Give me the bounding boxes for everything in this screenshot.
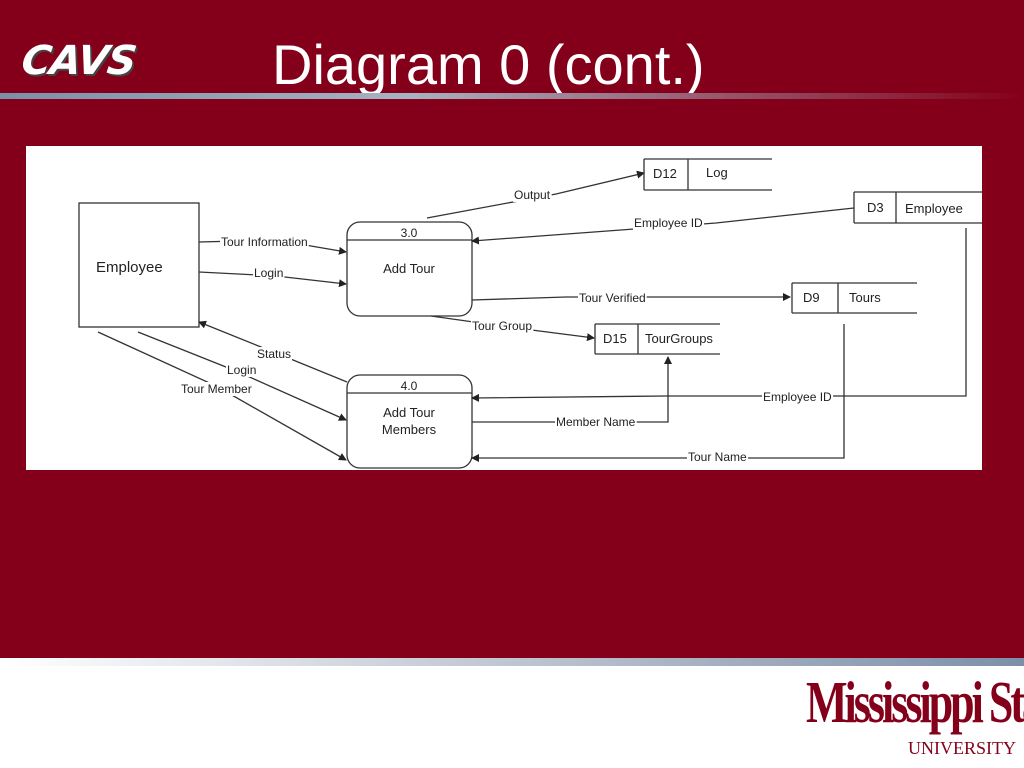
flow-member-name-label: Member Name [556, 415, 636, 429]
process-4-id: 4.0 [401, 379, 418, 393]
diagram-panel: Employee 3.0 Add Tour 4.0 Add Tour Membe… [26, 146, 982, 470]
flow-tour-member-label: Tour Member [181, 382, 252, 396]
store-d12-name: Log [706, 165, 728, 180]
data-flow-diagram: Employee 3.0 Add Tour 4.0 Add Tour Membe… [78, 158, 982, 469]
flow-label-background [180, 382, 253, 396]
flow-label-background [555, 415, 637, 429]
store-d3-id: D3 [867, 200, 884, 215]
store-d15-name: TourGroups [645, 331, 713, 346]
slide-title: Diagram 0 (cont.) [272, 33, 705, 96]
store-d3-shape [853, 191, 982, 224]
flow-tour-name-line [471, 324, 845, 462]
flow-label-background [633, 216, 705, 230]
flow-tour-information-label: Tour Information [221, 235, 308, 249]
store-d9-id: D9 [803, 290, 820, 305]
process-3-box [346, 221, 473, 317]
flow-login-1-label: Login [254, 266, 283, 280]
process-4-label-line-2: Members [382, 422, 437, 437]
flow-output-line [426, 170, 645, 219]
msu-logo-subtitle: UNIVERSITY [908, 738, 1016, 758]
flow-label-background [687, 450, 749, 464]
flow-tour-group-label: Tour Group [472, 319, 532, 333]
store-d3-name: Employee [905, 201, 963, 216]
cavs-logo: CAVS [18, 38, 139, 84]
flow-login-2-label: Login [227, 363, 256, 377]
flow-member-name-line [472, 356, 672, 423]
flow-status-label: Status [257, 347, 291, 361]
flow-tour-verified-label: Tour Verified [579, 291, 646, 305]
employee-entity-label: Employee [96, 259, 163, 276]
flow-employee-id-1-line [471, 207, 855, 245]
flow-label-background [513, 188, 552, 202]
employee-entity-box [78, 202, 200, 328]
flow-label-background [220, 235, 309, 249]
flow-label-background [578, 291, 647, 305]
flow-employee-id-2-line [471, 228, 967, 402]
process-3-id: 3.0 [401, 226, 418, 240]
process-4-label-line-1: Add Tour [383, 405, 435, 420]
flow-employee-id-2-label: Employee ID [763, 390, 832, 404]
store-d15-shape [594, 323, 720, 355]
store-d12-shape [643, 158, 772, 191]
flow-label-background [253, 266, 285, 280]
title-divider [0, 93, 1024, 99]
flow-label-background [256, 347, 293, 361]
store-d15-id: D15 [603, 331, 627, 346]
flow-output-label: Output [514, 188, 551, 202]
footer-divider [0, 658, 1024, 666]
flow-tour-verified-line [471, 293, 791, 301]
process-3-label: Add Tour [383, 261, 435, 276]
flow-tour-name-label: Tour Name [688, 450, 747, 464]
mississippi-state-logo: Mississippi State UNIVERSITY [806, 668, 1024, 764]
store-d9-name: Tours [849, 290, 881, 305]
msu-logo-wordmark: Mississippi State [806, 669, 1024, 736]
flow-label-background [226, 363, 258, 377]
flow-label-background [471, 319, 534, 333]
flow-label-background [762, 390, 834, 404]
store-d12-id: D12 [653, 166, 677, 181]
flow-employee-id-1-label: Employee ID [634, 216, 703, 230]
store-d9-shape [791, 282, 917, 314]
